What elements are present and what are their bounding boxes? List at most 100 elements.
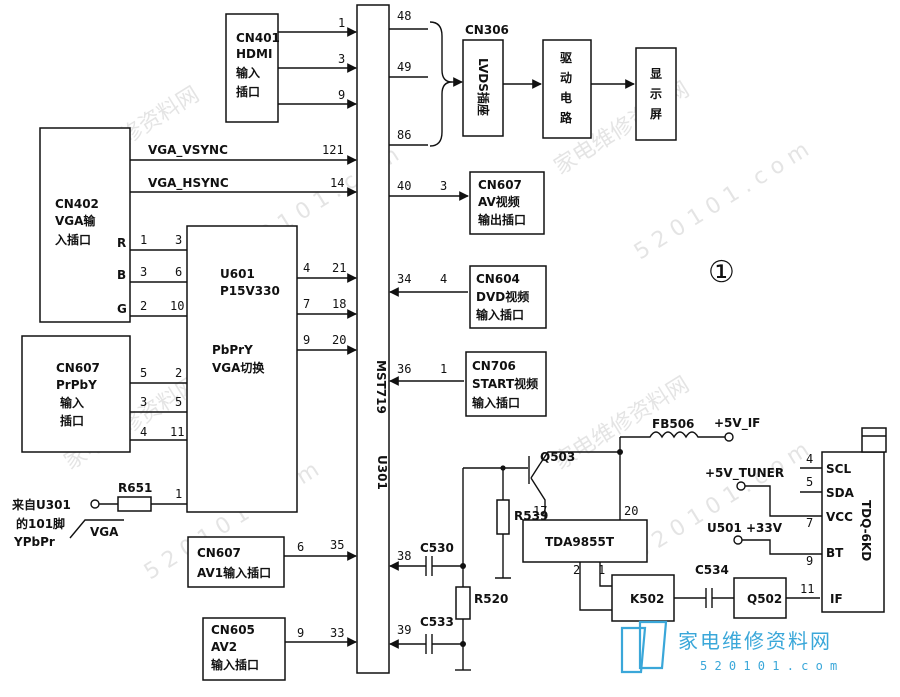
v5if-label: +5V_IF [714, 416, 760, 431]
q503-label: Q503 [540, 450, 575, 464]
pin-label: 1 [140, 233, 147, 247]
tda9855t-chip [522, 519, 648, 563]
pin-label: 39 [397, 623, 411, 637]
v5tuner-label: +5V_TUNER [705, 466, 784, 481]
junction [500, 465, 506, 471]
pin-label: 5 [175, 395, 182, 409]
from-label: 的101脚 [16, 516, 65, 531]
u601-chip [186, 225, 298, 513]
if-path [579, 562, 820, 611]
display-screen [635, 47, 677, 141]
svg-text:5 2 0 1 0 1 . c o m: 5 2 0 1 0 1 . c o m [700, 659, 837, 673]
cn607-av1 [187, 536, 285, 588]
r539-resistor [496, 499, 510, 535]
junction [460, 641, 466, 647]
lvds-label: LVDS插座 [476, 58, 491, 116]
u501-label: U501 +33V [707, 521, 783, 535]
tuner-block [821, 451, 885, 613]
cn604-label: 输入插口 [476, 307, 524, 322]
pin-label: 11 [170, 425, 184, 439]
u601-out-wires [297, 273, 357, 355]
pin-label: 3 [338, 52, 345, 66]
cn607-prpby [21, 335, 131, 453]
sync-wires [130, 155, 357, 197]
pin-label: 20 [332, 333, 346, 347]
pin-label: 49 [397, 60, 411, 74]
svg-text:5 2 0 1 0 1 . c o m: 5 2 0 1 0 1 . c o m [630, 437, 814, 565]
tuner-label: TDQ-6KD [859, 500, 873, 561]
pin-label: 20 [624, 504, 638, 518]
cn401-label: 插口 [236, 84, 260, 99]
c533-label: C533 [420, 615, 454, 629]
hdmi-wires [278, 27, 357, 109]
pin-label: 9 [303, 333, 310, 347]
cn706-label: 输入插口 [472, 395, 520, 410]
pin-label: 4 [440, 272, 447, 286]
display-label: 显 [650, 67, 662, 81]
prpby-wires [130, 382, 187, 441]
cn402-label: 入插口 [55, 232, 91, 247]
svg-text:5 2 0 1 0 1 . c o m: 5 2 0 1 0 1 . c o m [630, 137, 814, 265]
cn607c-label: AV1输入插口 [197, 565, 271, 580]
pin-label: 38 [397, 549, 411, 563]
cn401-label: CN401 [236, 31, 280, 45]
r651-resistor [117, 496, 152, 512]
cn706-label: START视频 [472, 376, 538, 391]
cn605-label: AV2 [211, 640, 237, 654]
cn607b-label: 输出插口 [478, 212, 526, 227]
pin-label: 1 [338, 16, 345, 30]
pin-label: 34 [397, 272, 411, 286]
cn607a-label: 插口 [60, 413, 84, 428]
junction [617, 449, 623, 455]
tuner-connector [861, 427, 887, 453]
display-label: 示 [649, 87, 662, 101]
power-terminal [724, 432, 734, 442]
hsync-label: VGA_HSYNC [148, 176, 229, 191]
pin-label: 7 [806, 516, 813, 530]
pin-label: 33 [330, 626, 344, 640]
cn607-av-out [469, 171, 545, 235]
mst719-label: MST719 [374, 360, 388, 414]
pin-label: 4 [140, 425, 147, 439]
pin-label: 3 [140, 395, 147, 409]
cn607a-label: PrPbY [56, 378, 97, 392]
cn607b-label: AV视频 [478, 194, 520, 209]
tuner-wires [742, 467, 822, 555]
cn402-block [39, 127, 131, 323]
drive-label: 驱 [560, 51, 572, 65]
pin-label: 6 [297, 540, 304, 554]
scl-label: SCL [826, 462, 851, 476]
tda-label: TDA9855T [545, 535, 615, 549]
u301-chip [356, 4, 390, 674]
cn402-label: VGA输 [55, 213, 96, 228]
pin-b-label: B [117, 268, 126, 282]
c534-label: C534 [695, 563, 729, 577]
pin-label: 1 [598, 563, 605, 577]
pin-label: 9 [338, 88, 345, 102]
pin-label: 86 [397, 128, 411, 142]
pin-label: 18 [332, 297, 346, 311]
vcc-label: VCC [826, 510, 853, 524]
rgb-wires [130, 249, 187, 317]
drive-circuit [542, 39, 592, 139]
vsync-label: VGA_VSYNC [148, 143, 228, 158]
cn401-label: 输入 [236, 65, 260, 80]
cn607a-label: 输入 [60, 395, 84, 410]
u601-label: U601 [220, 267, 255, 281]
cn604-label: DVD视频 [476, 289, 529, 304]
pin-label: 14 [330, 176, 344, 190]
pin-label: 4 [806, 452, 813, 466]
cn605-av2 [202, 617, 286, 681]
pin-g-label: G [117, 302, 127, 316]
pin-label: 4 [303, 261, 310, 275]
cn605-label: CN605 [211, 623, 255, 637]
cn306-label: CN306 [465, 23, 509, 37]
figure-number: ① [708, 255, 735, 290]
pin-label: 35 [330, 538, 344, 552]
pin-label: 121 [322, 143, 344, 157]
u601-label: P15V330 [220, 284, 280, 298]
pin-label: 1 [175, 487, 182, 501]
r520-resistor [455, 586, 471, 620]
q502-block [733, 577, 787, 619]
cn706-label: CN706 [472, 359, 516, 373]
